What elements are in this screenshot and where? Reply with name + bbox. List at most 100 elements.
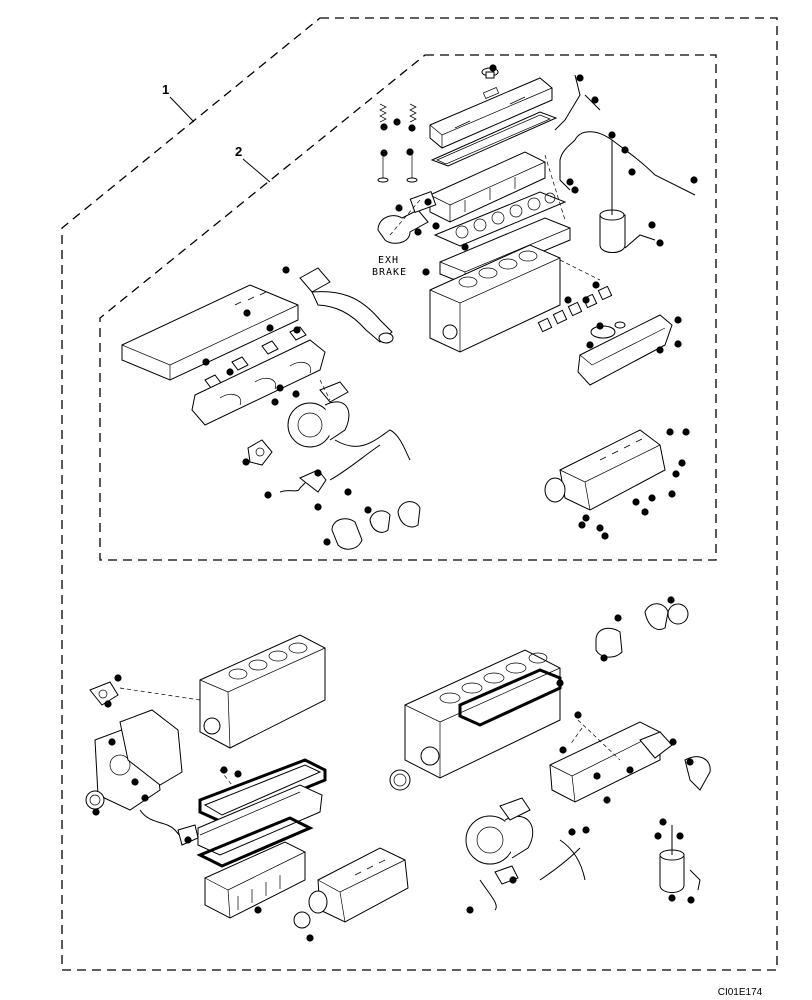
callout-dot xyxy=(114,674,122,682)
callout-dot xyxy=(582,296,590,304)
callout-dot xyxy=(601,532,609,540)
callout-dot xyxy=(380,149,388,157)
intake-manifold-right xyxy=(577,314,673,386)
callout-dot xyxy=(466,906,474,914)
callout-dot xyxy=(306,934,314,942)
callout-dot xyxy=(621,146,629,154)
callout-dot xyxy=(578,521,586,529)
rear-oil-seal xyxy=(389,769,411,791)
callout-dot xyxy=(556,679,564,687)
callout-dot xyxy=(141,794,149,802)
callout-dot xyxy=(226,368,234,376)
callout-dot xyxy=(393,118,401,126)
callout-dot xyxy=(686,758,694,766)
callout-dot xyxy=(576,74,584,82)
oil-filter-upper xyxy=(559,131,696,253)
front-oil-seal xyxy=(85,790,105,810)
callout-dot xyxy=(422,268,430,276)
turbo-flange-gasket xyxy=(247,439,273,466)
callout-dot xyxy=(656,346,664,354)
callout-dot xyxy=(586,341,594,349)
callout-dot xyxy=(654,832,662,840)
callout-dot xyxy=(564,296,572,304)
callout-dot xyxy=(596,322,604,330)
valve-cover xyxy=(429,77,553,149)
callout-dot xyxy=(509,876,517,884)
callout-dot xyxy=(271,398,279,406)
water-pump-lower xyxy=(595,603,689,658)
callout-dot xyxy=(596,524,604,532)
oil-pan-lower-gasket xyxy=(196,816,314,868)
callout-dot xyxy=(582,514,590,522)
callout-dot xyxy=(600,654,608,662)
callout-dot xyxy=(614,614,622,622)
intake-side-gaskets xyxy=(537,285,613,333)
callout-dot xyxy=(656,239,664,247)
callout-dot xyxy=(632,498,640,506)
callout-dot xyxy=(184,836,192,844)
exh-brake-label-line1: EXH xyxy=(378,255,399,266)
callout-dot xyxy=(641,508,649,516)
fuel-injection-pump-lower xyxy=(308,847,409,923)
callout-dot xyxy=(314,469,322,477)
callout-dot xyxy=(489,64,497,72)
callout-dot xyxy=(682,428,690,436)
callout-dot xyxy=(254,906,262,914)
oil-filter-lower xyxy=(659,825,701,893)
callout-dot xyxy=(92,808,100,816)
callout-dot xyxy=(668,490,676,498)
callout-dot xyxy=(566,178,574,186)
kit-2-leaders xyxy=(319,154,601,401)
callout-dot xyxy=(669,738,677,746)
valve-cover-gasket xyxy=(430,111,558,167)
intake-manifold-lower xyxy=(549,721,661,803)
callout-dot xyxy=(323,538,331,546)
callout-dot xyxy=(574,711,582,719)
exhaust-pipe xyxy=(299,267,394,344)
figure-ref: CI01E174 xyxy=(718,987,763,998)
kit-1-label: 1 xyxy=(162,82,169,97)
callout-dot xyxy=(666,428,674,436)
timing-case-gasket xyxy=(119,709,183,786)
callout-dots xyxy=(92,64,698,942)
oil-pan xyxy=(204,841,306,919)
exh-brake-label-line2: BRAKE xyxy=(372,267,407,278)
callout-dot xyxy=(406,148,414,156)
kit-1-leader xyxy=(169,96,195,123)
callout-dot xyxy=(243,309,251,317)
callout-dot xyxy=(242,458,250,466)
callout-dot xyxy=(559,746,567,754)
callout-dot xyxy=(582,826,590,834)
callout-dot xyxy=(108,738,116,746)
callout-dot xyxy=(687,896,695,904)
callout-dot xyxy=(266,324,274,332)
engine-block-lower-right xyxy=(404,649,561,779)
callout-dot xyxy=(380,123,388,131)
valve-springs xyxy=(377,103,418,183)
callout-dot xyxy=(414,228,422,236)
callout-dot xyxy=(659,818,667,826)
oil-pan-upper xyxy=(197,784,323,856)
callout-dot xyxy=(592,281,600,289)
callout-dot xyxy=(674,316,682,324)
engine-block-lower-left xyxy=(199,634,326,749)
turbocharger-lower xyxy=(465,797,534,865)
callout-dot xyxy=(668,894,676,902)
turbocharger-upper xyxy=(287,381,350,448)
callout-dot xyxy=(603,796,611,804)
callout-dot xyxy=(282,266,290,274)
oil-suction-pipe xyxy=(139,809,199,846)
idler-bracket xyxy=(89,681,119,706)
callout-dot xyxy=(674,340,682,348)
callout-dot xyxy=(628,168,636,176)
water-pump-upper xyxy=(331,501,421,550)
turbo-oil-lines xyxy=(279,429,411,493)
callout-dot xyxy=(131,778,139,786)
head-gasket-outline-lower xyxy=(458,668,562,727)
callout-dot xyxy=(202,358,210,366)
callout-dot xyxy=(648,221,656,229)
callout-dot xyxy=(344,488,352,496)
callout-dot xyxy=(648,494,656,502)
fuel-injection-pump-upper xyxy=(544,429,666,511)
